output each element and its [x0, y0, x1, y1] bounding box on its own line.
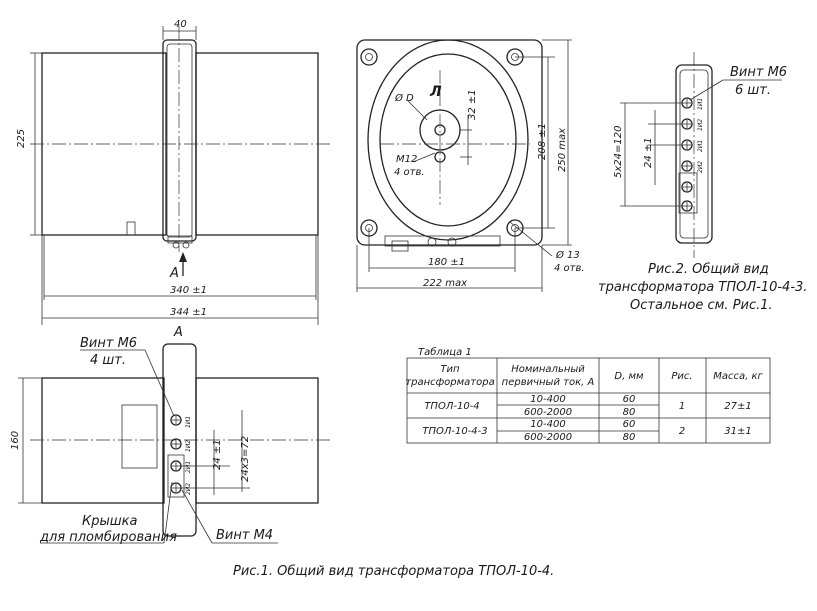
fig2-view: 1И1 1И2 2И1 2И2 Винт М6 6 шт. 5x24=120 2…: [613, 52, 787, 258]
cover-label-2: для пломбирования: [39, 530, 177, 545]
th-current-2: первичный ток, А: [502, 377, 595, 388]
th-type-2: трансформатора: [405, 377, 494, 388]
row2-mass: 31±1: [724, 426, 751, 437]
outer-oval: [367, 39, 529, 241]
bottom-term-2: 1И2: [185, 440, 192, 452]
fig2-term-1: 1И1: [697, 98, 704, 110]
bottom-term-1: 1И1: [185, 416, 192, 428]
row2-type: ТПОЛ-10-4-3: [422, 426, 487, 437]
fig2-dim-24: 24 ±1: [643, 137, 654, 168]
fig2-screw-label: Винт М6: [730, 65, 787, 80]
bottom-view: 1И1 1И2 2И1 2И2 А 160 24 ±1 24x3=72 Винт…: [10, 325, 330, 545]
thread-m12: М12: [396, 154, 417, 165]
row1-type: ТПОЛ-10-4: [424, 401, 479, 412]
screw-m4: Винт М4: [216, 528, 273, 543]
dim-340: 340 ±1: [170, 285, 207, 296]
section-a-top: А: [169, 266, 179, 281]
dim-250: 250 max: [557, 128, 568, 172]
table-title: Таблица 1: [418, 346, 472, 358]
hole-count: 4 отв.: [554, 263, 585, 274]
front-view: Л Ø D М12 4 отв. 32 ±1 208 ±1 250 max 18…: [356, 39, 585, 292]
fig2-caption-2: трансформатора ТПОЛ-10-4-3.: [598, 280, 807, 295]
row1-current-2: 600-2000: [524, 407, 572, 418]
dim-40: 40: [174, 19, 187, 30]
row1-d-2: 80: [623, 407, 636, 418]
th-mass: Масса, кг: [713, 371, 763, 382]
mark-L: Л: [429, 84, 442, 100]
row1-current-1: 10-400: [530, 394, 565, 405]
bottom-term-4: 2И2: [185, 483, 192, 495]
fig2-dim-pitch: 5x24=120: [613, 126, 624, 178]
center-clamp: [162, 39, 197, 242]
fig2-term-2: 1И2: [697, 119, 704, 131]
bottom-dim-24: 24 ±1: [212, 439, 223, 470]
row1-mass: 27±1: [724, 401, 751, 412]
section-a-bottom: А: [173, 325, 183, 340]
dim-208: 208 ±1: [537, 123, 548, 160]
dim-344: 344 ±1: [170, 307, 207, 318]
row2-fig: 2: [679, 426, 685, 437]
inner-oval: [379, 53, 517, 227]
row2-current-2: 600-2000: [524, 432, 572, 443]
main-view: 40 225 340 ±1 344 ±1 А: [16, 19, 332, 325]
fig1-caption: Рис.1. Общий вид трансформатора ТПОЛ-10-…: [233, 564, 554, 579]
th-fig: Рис.: [671, 371, 692, 382]
row1-d-1: 60: [623, 394, 636, 405]
bottom-dim-160: 160: [10, 431, 21, 450]
fig2-term-4: 2И2: [697, 161, 704, 173]
front-flange: [356, 39, 543, 246]
dim-222: 222 max: [423, 278, 467, 289]
fig2-caption-1: Рис.2. Общий вид: [648, 262, 769, 277]
hole-dia: Ø 13: [555, 249, 580, 261]
dim-32: 32 ±1: [467, 89, 478, 120]
th-current-1: Номинальный: [511, 364, 585, 375]
th-type-1: Тип: [440, 364, 460, 375]
fig2-term-3: 2И1: [697, 140, 704, 152]
dim-225: 225: [16, 129, 27, 148]
thread-count: 4 отв.: [394, 167, 425, 178]
fig2-caption-3: Остальное см. Рис.1.: [630, 298, 773, 313]
row2-current-1: 10-400: [530, 419, 565, 430]
table-1: Таблица 1 Тип трансформатора Номинальный…: [405, 346, 771, 444]
bottom-screw-m6: Винт М6: [80, 336, 137, 351]
bottom-housing-left: [41, 377, 165, 504]
row2-d-1: 60: [623, 419, 636, 430]
bottom-screw-m6-count: 4 шт.: [90, 353, 126, 368]
bottom-dim-72: 24x3=72: [240, 436, 251, 482]
dia-D: Ø D: [394, 92, 414, 104]
row1-fig: 1: [679, 401, 685, 412]
th-d: D, мм: [614, 371, 644, 382]
cover-label-1: Крышка: [82, 514, 137, 529]
row2-d-2: 80: [623, 432, 636, 443]
dim-180: 180 ±1: [428, 257, 465, 268]
bottom-term-3: 2И1: [185, 461, 192, 473]
fig2-screw-count: 6 шт.: [735, 83, 771, 98]
